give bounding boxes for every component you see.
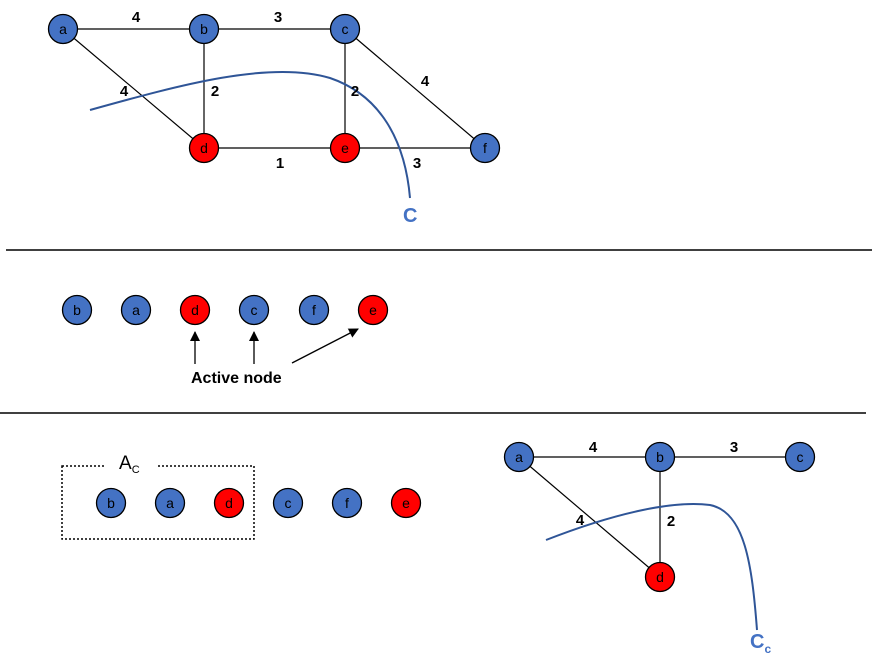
g2-node-c-circle [784,441,816,473]
graph2-edges [518,456,800,578]
seq2-node-c-circle [272,487,304,519]
g1-node-a-circle [47,13,79,45]
g2-node-b-circle [644,441,676,473]
g1-node-e: e [329,132,361,164]
seq-node-c-circle [238,294,270,326]
seq-node-e-label: e [369,302,377,318]
seq-node-d-circle [179,294,211,326]
seq2-node-d-circle [213,487,245,519]
g1-node-a-label: a [59,21,67,37]
g2-node-b: b [644,441,676,473]
graph2-cut-label: Cc [750,631,771,656]
graph2-weights: 4 3 4 2 [576,439,738,530]
g2-node-a: a [503,441,535,473]
g1-node-e-circle [329,132,361,164]
seq-node-e: e [357,294,389,326]
g2-node-a-label: a [515,449,523,465]
graph1-nodes: a b c d e f [47,13,501,164]
g1-node-f: f [469,132,501,164]
g1-weight-cf: 4 [421,73,430,90]
seq-node-d-label: d [191,302,199,318]
g1-node-d-label: d [200,140,208,156]
seq-node-f: f [298,294,330,326]
g2-node-d-label: d [656,569,664,585]
g1-weight-ce: 2 [351,83,359,100]
seq2-node-f-circle [331,487,363,519]
seq-node-a: a [120,294,152,326]
g1-weight-bc: 3 [274,9,282,26]
g2-weight-bd: 2 [667,513,675,530]
g1-node-a: a [47,13,79,45]
g2-node-d: d [644,561,676,593]
g2-node-b-label: b [656,449,664,465]
arrow-to-e [291,328,359,364]
g1-node-b-circle [188,13,220,45]
active-set-label-bg [104,455,158,477]
g1-node-f-circle [469,132,501,164]
seq2-node-c-label: c [285,495,292,511]
seq2-node-b-circle [95,487,127,519]
graph1-cut-curve [89,70,411,199]
g2-weight-bc: 3 [730,439,738,456]
seq2-node-c: c [272,487,304,519]
seq-node-b-label: b [73,302,81,318]
seq2-node-a: a [154,487,186,519]
g1-weight-ef: 3 [413,155,421,172]
seq2-node-f-label: f [345,495,349,511]
g1-node-b: b [188,13,220,45]
seq2-node-d: d [213,487,245,519]
active-node-caption: Active node [191,370,282,387]
g1-weight-ad: 4 [120,83,129,100]
graph1-cut-label: C [403,205,417,227]
seq2-node-e-label: e [402,495,410,511]
seq2-node-b: b [95,487,127,519]
g1-node-b-label: b [200,21,208,37]
seq-node-b-circle [61,294,93,326]
seq2-node-b-label: b [107,495,115,511]
seq2-node-a-circle [154,487,186,519]
seq-node-e-circle [357,294,389,326]
seq-node-c: c [238,294,270,326]
seq2-node-e-circle [390,487,422,519]
seq-node-d: d [179,294,211,326]
g1-node-c-circle [329,13,361,45]
g2-weight-ad: 4 [576,512,585,529]
seq-node-a-label: a [132,302,140,318]
g1-edge-ad [62,28,205,149]
seq2-node-e: e [390,487,422,519]
g2-node-c: c [784,441,816,473]
graph2-cut-curve [545,503,758,631]
g2-node-d-circle [644,561,676,593]
seq-node-f-circle [298,294,330,326]
seq2-node-f: f [331,487,363,519]
g1-weight-de: 1 [276,155,284,172]
g2-edge-ad [518,456,661,578]
g1-node-d-circle [188,132,220,164]
g2-node-a-circle [503,441,535,473]
g1-edge-cf [344,28,486,149]
seq2-node-a-label: a [166,495,174,511]
seq2-node-d-label: d [225,495,233,511]
g2-weight-ab: 4 [589,439,598,456]
seq-node-c-label: c [251,302,258,318]
seq-node-f-label: f [312,302,316,318]
g1-node-c: c [329,13,361,45]
g1-node-e-label: e [341,140,349,156]
graph1-weights: 4 3 4 2 2 4 1 3 [120,9,430,172]
g1-node-f-label: f [483,140,487,156]
g1-weight-bd: 2 [211,83,219,100]
seq-node-a-circle [120,294,152,326]
g1-weight-ab: 4 [132,9,141,26]
active-set-label: AC [119,453,140,476]
g1-node-d: d [188,132,220,164]
g1-node-c-label: c [342,21,349,37]
graph1-edges [62,28,486,149]
seq-node-b: b [61,294,93,326]
g2-node-c-label: c [797,449,804,465]
graph2-nodes: a b c d [503,441,816,593]
